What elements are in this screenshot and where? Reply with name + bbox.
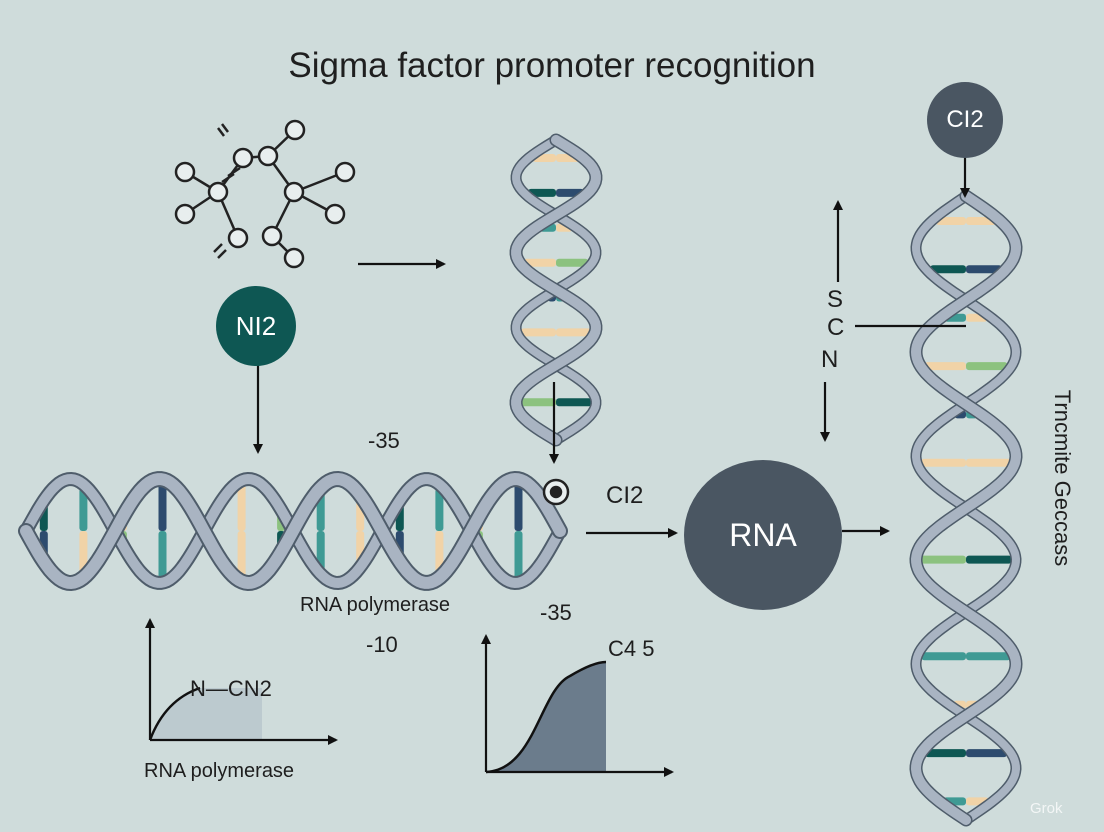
label-s: S	[827, 286, 844, 313]
ci2-top-node: CI2	[927, 82, 1003, 158]
base-pair	[556, 398, 592, 407]
label-c: C	[827, 314, 845, 341]
base-pair	[920, 555, 966, 564]
base-pair	[556, 258, 589, 267]
label-rna-polymerase-center: RNA polymerase	[300, 594, 451, 616]
base-pair	[520, 398, 556, 407]
base-pair	[316, 531, 325, 571]
arrows	[253, 156, 970, 538]
base-pair	[158, 531, 167, 579]
base-pair	[520, 328, 556, 337]
base-pair	[966, 652, 1011, 661]
base-pair	[966, 555, 1012, 564]
rna-node: RNA	[684, 460, 842, 610]
label-minus10: -10	[366, 632, 398, 657]
base-pair	[435, 488, 444, 531]
base-pair	[528, 188, 556, 197]
base-pair	[921, 652, 966, 661]
base-pair	[924, 362, 966, 371]
base-pair	[966, 458, 1011, 467]
base-pair	[966, 362, 1008, 371]
plot-left-curve	[148, 686, 201, 741]
plot-center-area	[486, 662, 606, 772]
dna-helix-right	[909, 189, 1023, 827]
base-pair	[523, 258, 556, 267]
label-rna-polymerase-bottom: RNA polymerase	[144, 760, 295, 782]
plot-left	[145, 618, 338, 745]
plot-center	[481, 634, 674, 777]
base-pair	[935, 217, 966, 225]
base-pair	[966, 749, 1007, 758]
strand-front-inner	[511, 135, 601, 445]
n12-node: NI2	[216, 286, 296, 366]
label-c4-5: C4 5	[608, 636, 655, 661]
label-minus35-top: -35	[368, 428, 400, 453]
dna-helix-top	[509, 133, 603, 447]
base-pair	[79, 531, 88, 574]
base-pair	[237, 531, 246, 578]
target-icon	[542, 478, 570, 506]
label-n: N	[821, 346, 839, 373]
label-ci2-mid: CI2	[606, 482, 644, 509]
base-pair	[556, 328, 592, 337]
label-minus35-lower: -35	[540, 600, 572, 625]
base-pair	[966, 265, 1002, 274]
base-pair	[435, 531, 444, 574]
strand-front-inner	[910, 191, 1022, 825]
strand-front-inner	[20, 472, 566, 590]
diagram-title: Sigma factor promoter recognition	[288, 46, 816, 85]
base-pair	[237, 484, 246, 531]
label-vertical-side: Trncmite Geccass	[1050, 389, 1075, 567]
watermark: Grok	[1030, 800, 1063, 817]
dna-helix-horizontal	[18, 470, 568, 592]
label-n-c-n2: N—CN2	[190, 676, 272, 701]
base-pair	[925, 749, 966, 758]
plot-center-curve	[485, 660, 607, 774]
base-pair	[921, 458, 966, 467]
molecule-structure-icon	[174, 119, 356, 269]
base-pair	[930, 265, 966, 274]
base-pair	[158, 483, 167, 531]
base-pair	[514, 483, 523, 531]
base-pair	[79, 488, 88, 531]
base-pair	[514, 531, 523, 579]
